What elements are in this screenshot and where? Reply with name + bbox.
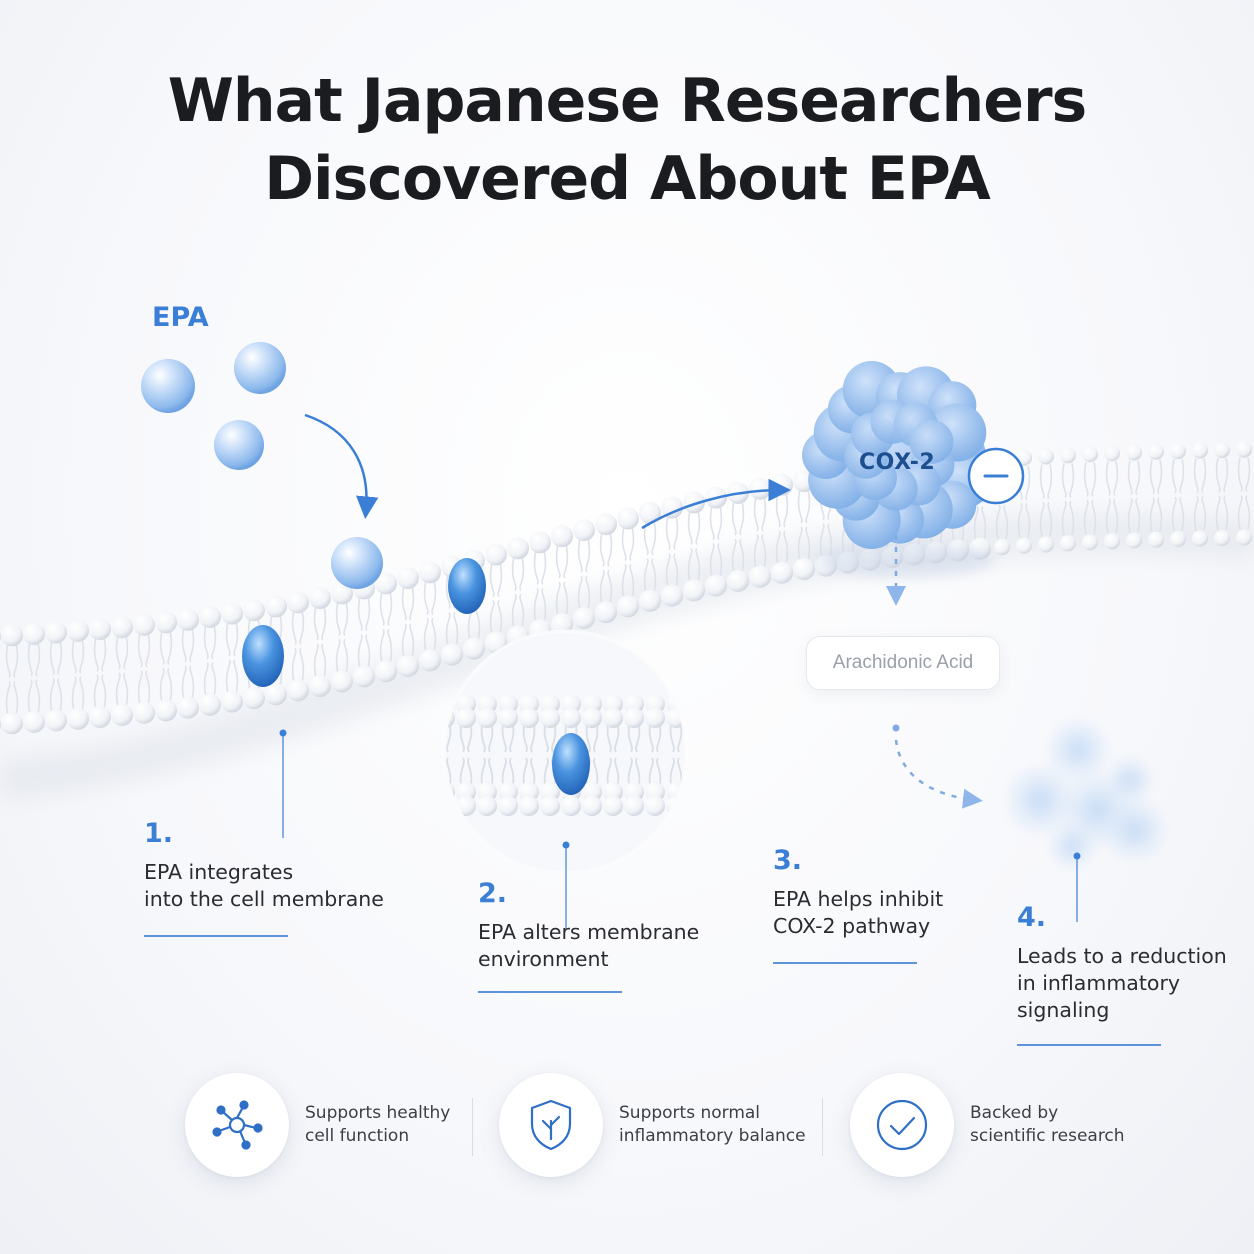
step-1: 1. EPA integrates into the cell membrane [144, 818, 384, 937]
feature-icon-badge [185, 1073, 289, 1177]
title-line-1: What Japanese Researchers [167, 66, 1088, 136]
integration-arrow [304, 413, 379, 519]
feature-divider [472, 1098, 473, 1156]
inhibit-icon [967, 447, 1025, 505]
check-circle-icon [876, 1099, 928, 1151]
feature-text: Supports healthy cell function [305, 1103, 451, 1146]
membrane-zoom-inset [442, 629, 688, 875]
cox-arrow [641, 478, 791, 530]
feature-text: Supports normal inflammatory balance [619, 1103, 806, 1146]
callout-lines [282, 733, 1078, 930]
feature-healthy-cell-function: Supports healthy cell function [185, 1072, 450, 1178]
epa-molecule [234, 342, 286, 394]
feature-text: Backed by scientific research [970, 1103, 1125, 1146]
inflammatory-signal-cloud [1006, 720, 1165, 868]
epa-molecule-entering [331, 537, 383, 589]
step-number: 1. [144, 818, 174, 849]
page-title: What Japanese Researchers Discovered Abo… [0, 62, 1254, 218]
feature-divider [822, 1098, 823, 1156]
step-underline [773, 962, 917, 964]
step-4: 4. Leads to a reduction in inflammatory … [1017, 902, 1227, 1046]
epa-label: EPA [152, 302, 209, 333]
cox2-enzyme [802, 361, 995, 578]
step-underline [478, 991, 622, 993]
epa-embedded-capsule [448, 558, 486, 614]
step-number: 2. [478, 878, 508, 909]
feature-icon-badge [499, 1073, 603, 1177]
feature-icon-badge [850, 1073, 954, 1177]
shield-icon [530, 1099, 572, 1151]
step-2: 2. EPA alters membrane environment [478, 878, 699, 993]
epa-molecules [141, 342, 286, 470]
title-line-2: Discovered About EPA [264, 144, 991, 214]
aa-to-signaling-dashed-arrow [894, 739, 983, 809]
step-underline [144, 935, 288, 937]
arachidonic-acid-label: Arachidonic Acid [806, 636, 1000, 690]
step-description: Leads to a reduction in inflammatory sig… [1017, 944, 1227, 1022]
step-description: EPA helps inhibit COX-2 pathway [773, 887, 944, 938]
network-icon [212, 1100, 263, 1150]
feature-inflammatory-balance: Supports normal inflammatory balance [499, 1072, 806, 1178]
feature-scientific-research: Backed by scientific research [850, 1072, 1125, 1178]
epa-molecule [141, 359, 195, 413]
cox2-label: COX-2 [859, 450, 936, 475]
step-3: 3. EPA helps inhibit COX-2 pathway [773, 845, 943, 964]
membrane-shadow [0, 512, 1254, 800]
step-number: 4. [1017, 902, 1047, 933]
step-number: 3. [773, 845, 803, 876]
step-underline [1017, 1044, 1161, 1046]
epa-embedded-capsule [242, 625, 284, 687]
step-description: EPA alters membrane environment [478, 920, 700, 971]
step-description: EPA integrates into the cell membrane [144, 860, 384, 911]
epa-molecule [214, 420, 264, 470]
